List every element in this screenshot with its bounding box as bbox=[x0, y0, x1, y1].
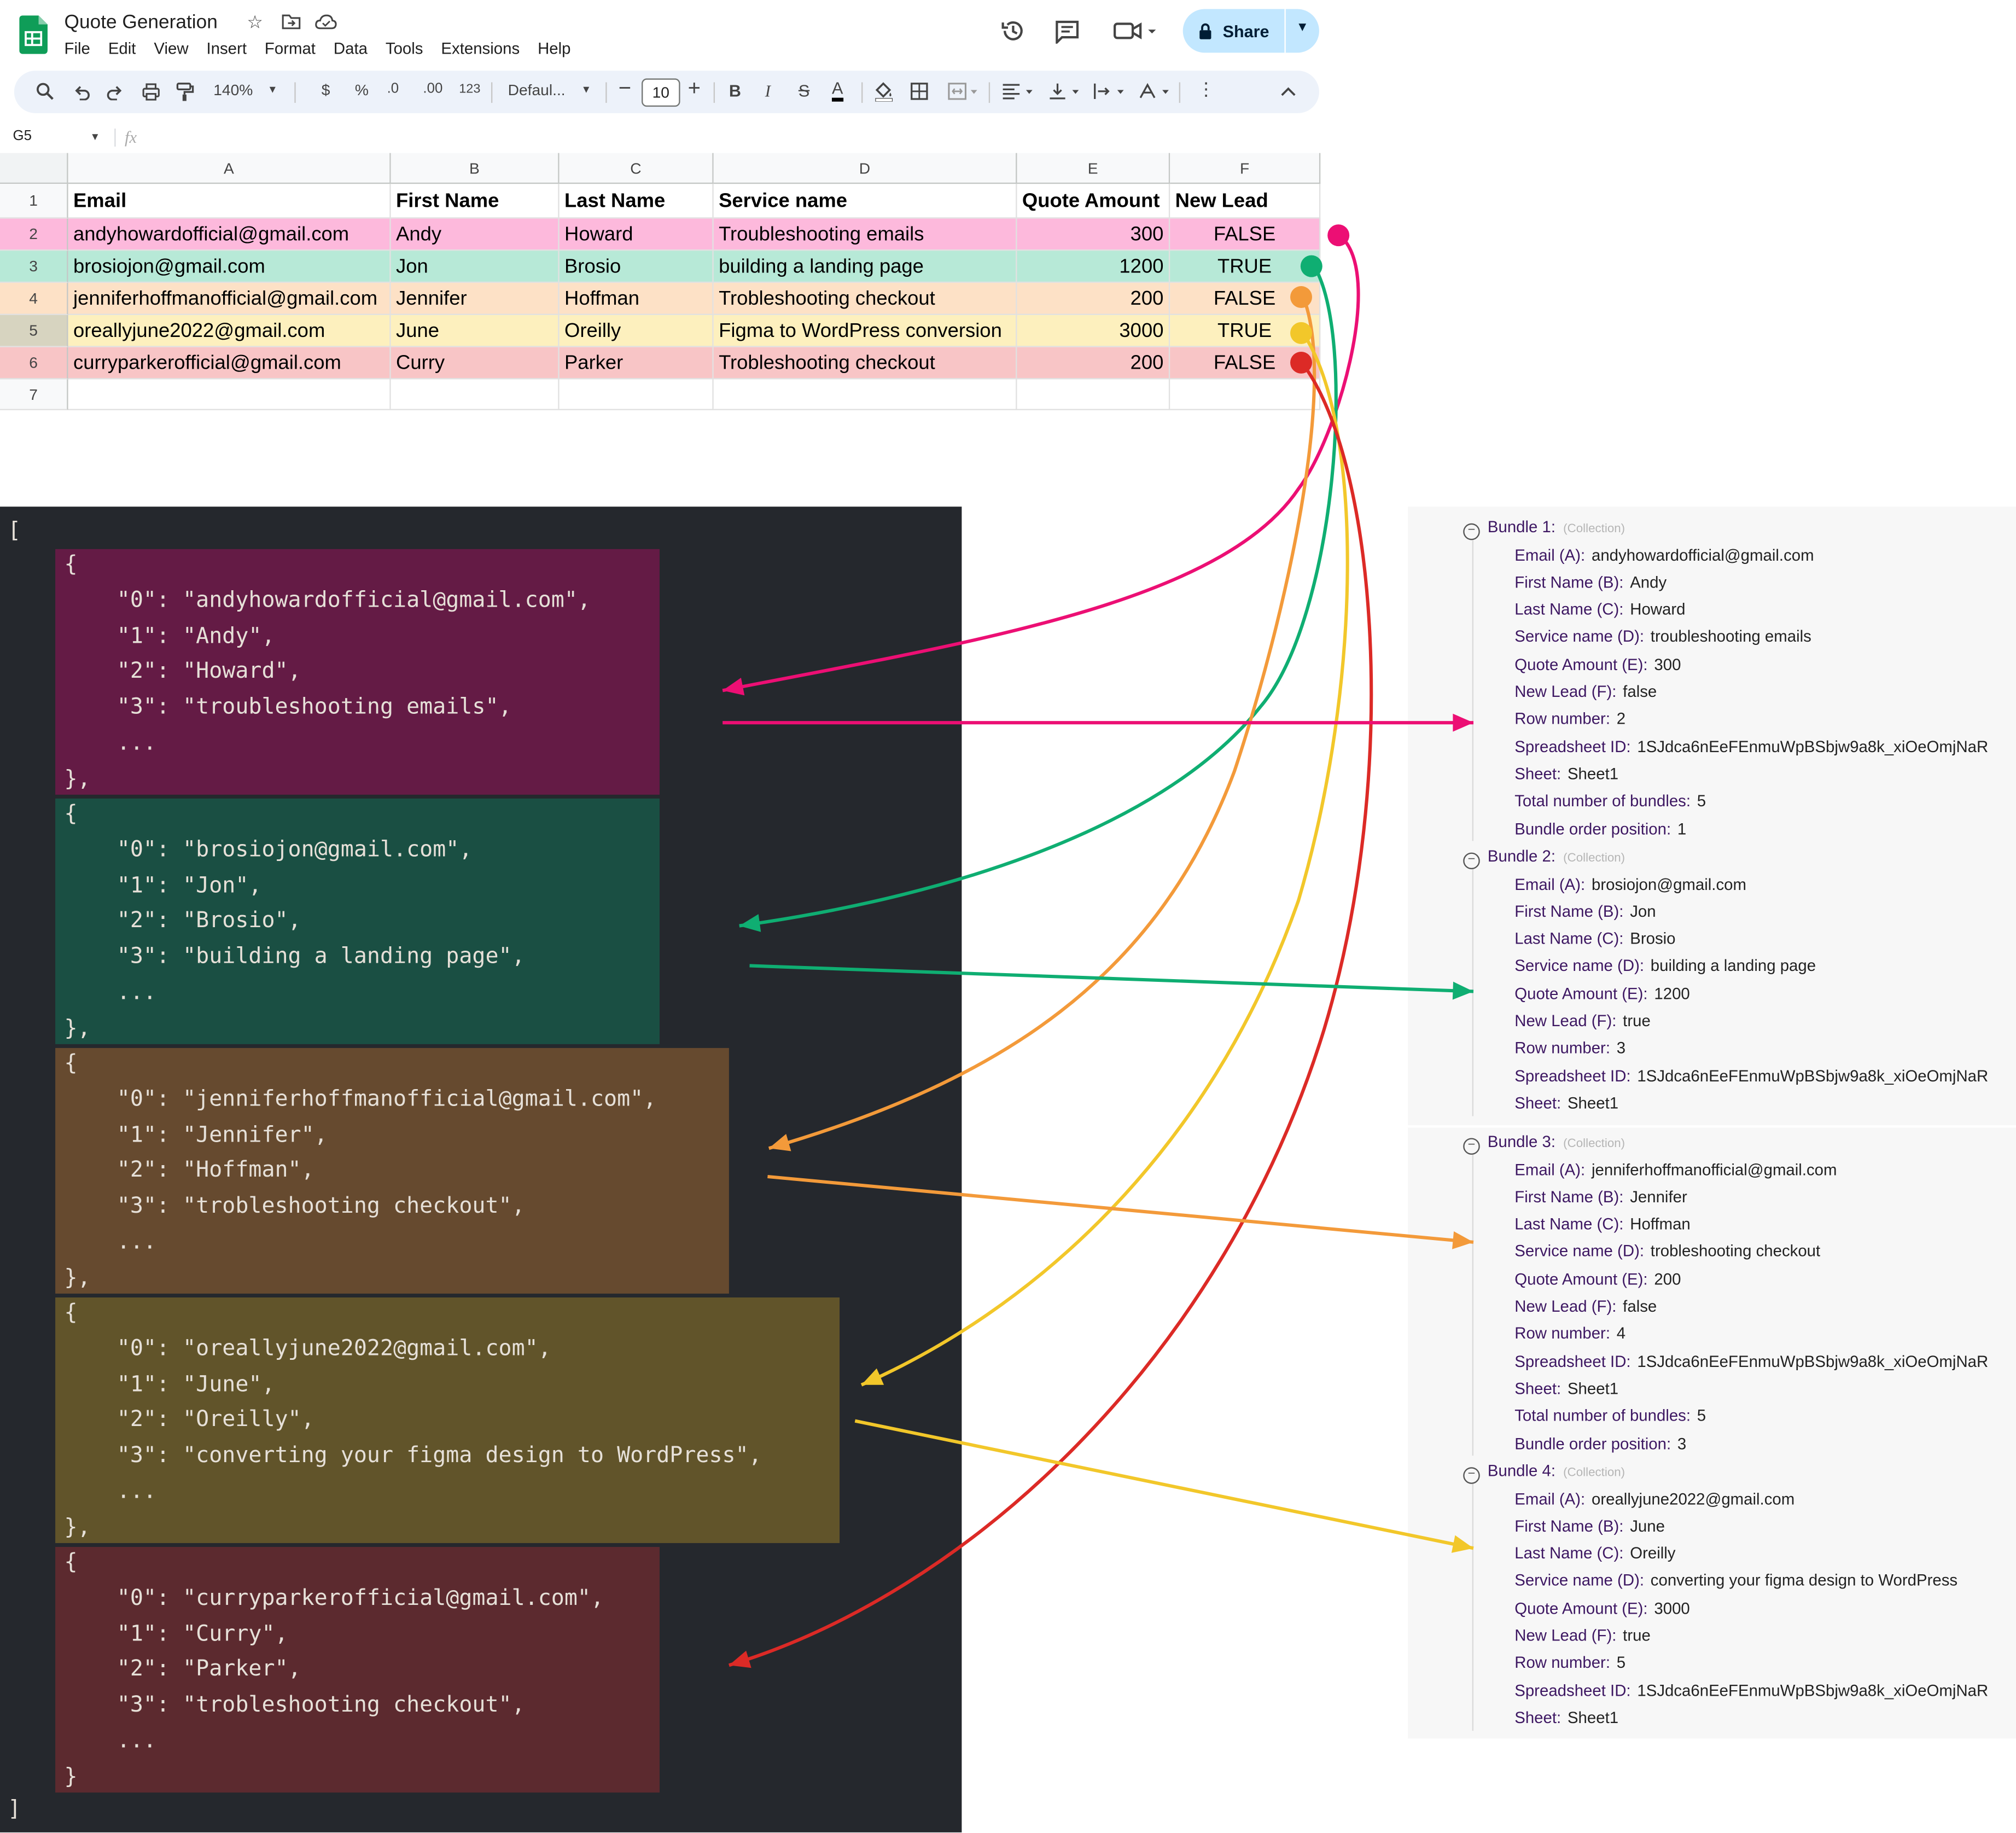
arrowhead bbox=[729, 1651, 751, 1668]
arrowhead bbox=[1452, 1535, 1473, 1553]
arrowhead bbox=[769, 1134, 791, 1151]
row-marker-dot bbox=[1290, 352, 1312, 374]
json-to-bundle-arrow bbox=[750, 965, 1474, 991]
row-marker-dot bbox=[1290, 322, 1312, 344]
arrowhead bbox=[739, 914, 761, 932]
row-marker-dot bbox=[1327, 224, 1349, 246]
sheet-to-json-arrow bbox=[739, 266, 1336, 926]
sheet-to-json-arrow bbox=[723, 239, 1358, 690]
arrowhead bbox=[1453, 982, 1473, 1000]
sheet-to-json-arrow bbox=[729, 365, 1371, 1666]
json-to-bundle-arrow bbox=[855, 1421, 1473, 1549]
arrowhead bbox=[1453, 714, 1473, 732]
arrowhead bbox=[723, 678, 744, 695]
row-marker-dot bbox=[1290, 286, 1312, 308]
sheet-to-json-arrow bbox=[861, 334, 1348, 1385]
json-to-bundle-arrow bbox=[767, 1177, 1473, 1242]
row-marker-dot bbox=[1301, 255, 1322, 277]
